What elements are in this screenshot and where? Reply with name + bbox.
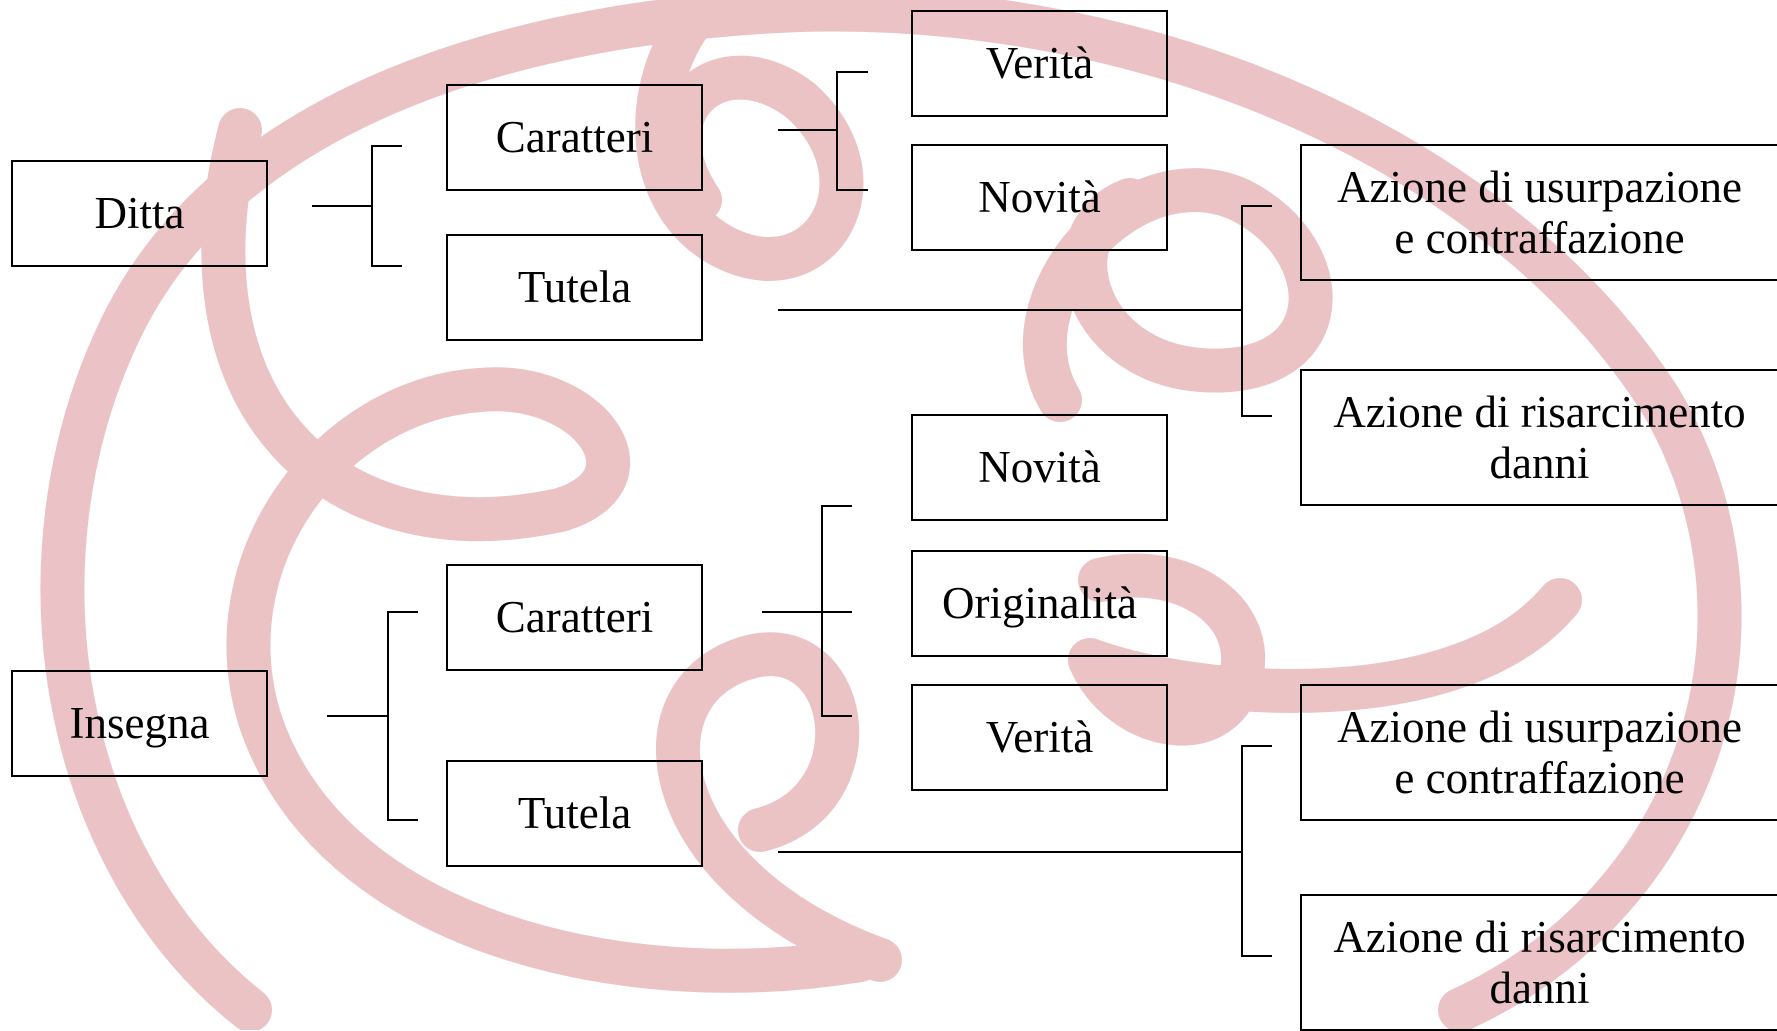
- insegna-risarcimento-line1: Azione di risarcimento: [1333, 911, 1746, 962]
- insegna-verita-node: Verità: [911, 684, 1168, 791]
- ditta-usurpazione-line1: Azione di usurpazione: [1337, 161, 1742, 212]
- insegna-originalita-label: Originalità: [942, 578, 1137, 628]
- ditta-usurpazione-line2: e contraffazione: [1394, 212, 1685, 263]
- ditta-tutela-bracket: [778, 205, 1272, 417]
- insegna-novita-node: Novità: [911, 414, 1168, 521]
- ditta-bracket: [312, 145, 402, 267]
- insegna-verita-label: Verità: [985, 712, 1094, 762]
- insegna-risarcimento-line2: danni: [1489, 962, 1590, 1013]
- ditta-usurpazione-node: Azione di usurpazione e contraffazione: [1300, 144, 1777, 281]
- ditta-caratteri-bracket: [778, 71, 868, 191]
- ditta-caratteri-label: Caratteri: [495, 112, 654, 162]
- ditta-risarcimento-line1: Azione di risarcimento: [1333, 386, 1746, 437]
- ditta-verita-node: Verità: [911, 10, 1168, 117]
- insegna-caratteri-node: Caratteri: [446, 564, 703, 671]
- insegna-caratteri-label: Caratteri: [495, 592, 654, 642]
- ditta-tutela-node: Tutela: [446, 234, 703, 341]
- insegna-tutela-label: Tutela: [517, 788, 632, 838]
- insegna-bracket: [327, 611, 418, 821]
- ditta-label: Ditta: [94, 188, 185, 238]
- insegna-node: Insegna: [11, 670, 268, 777]
- ditta-verita-label: Verità: [985, 38, 1094, 88]
- insegna-tutela-bracket: [778, 745, 1272, 957]
- ditta-tutela-label: Tutela: [517, 262, 632, 312]
- insegna-label: Insegna: [69, 698, 210, 748]
- insegna-tutela-node: Tutela: [446, 760, 703, 867]
- ditta-risarcimento-line2: danni: [1489, 437, 1590, 488]
- watermark-strokes: [40, 0, 1742, 1030]
- ditta-risarcimento-node: Azione di risarcimento danni: [1300, 369, 1777, 506]
- insegna-usurpazione-node: Azione di usurpazione e contraffazione: [1300, 684, 1777, 821]
- insegna-caratteri-bracket: [762, 505, 852, 717]
- insegna-originalita-node: Originalità: [911, 550, 1168, 657]
- insegna-usurpazione-line1: Azione di usurpazione: [1337, 701, 1742, 752]
- ditta-novita-label: Novità: [978, 172, 1101, 222]
- ditta-node: Ditta: [11, 160, 268, 267]
- ditta-caratteri-node: Caratteri: [446, 84, 703, 191]
- ditta-novita-node: Novità: [911, 144, 1168, 251]
- insegna-risarcimento-node: Azione di risarcimento danni: [1300, 894, 1777, 1031]
- insegna-usurpazione-line2: e contraffazione: [1394, 752, 1685, 803]
- insegna-novita-label: Novità: [978, 442, 1101, 492]
